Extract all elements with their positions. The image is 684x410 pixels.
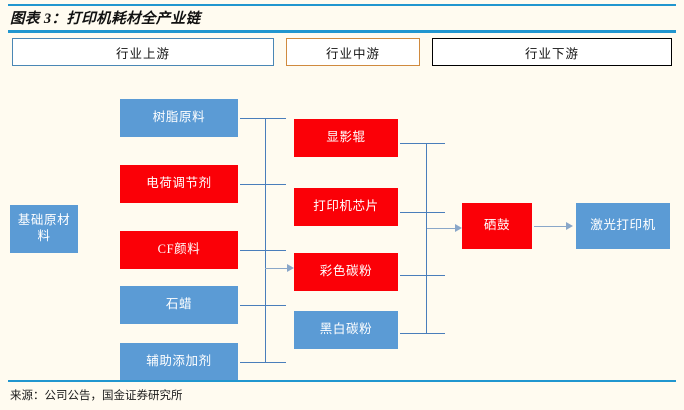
title-underline-rule (8, 30, 676, 33)
node-developing-roller-label: 显影辊 (326, 130, 366, 145)
connector-stub-developing-roller (400, 143, 445, 144)
node-mono-toner-label: 黑白碳粉 (319, 322, 373, 337)
node-developing-roller: 显影辊 (294, 119, 398, 157)
node-charge-control-agent: 电荷调节剂 (120, 165, 238, 203)
node-cf-pigment-label: CF颜料 (157, 242, 201, 257)
node-auxiliary-additive-label: 辅助添加剂 (146, 354, 212, 369)
bottom-rule (8, 380, 676, 382)
arrow-drum-to-printer-line (534, 226, 568, 227)
top-rule (8, 4, 676, 6)
node-color-toner: 彩色碳粉 (294, 253, 398, 291)
connector-spine-upstream (265, 118, 266, 363)
node-paraffin-wax-label: 石蜡 (165, 297, 193, 312)
header-downstream-label: 行业下游 (524, 46, 579, 61)
node-toner-cartridge: 硒鼓 (462, 203, 532, 249)
node-mono-toner: 黑白碳粉 (294, 311, 398, 349)
node-resin-raw-material-label: 树脂原料 (152, 110, 206, 125)
node-auxiliary-additive: 辅助添加剂 (120, 343, 238, 381)
node-printer-chip-label: 打印机芯片 (313, 199, 379, 214)
arrow-midstream-to-drum-line (427, 228, 457, 229)
connector-stub-charge-agent (240, 184, 286, 185)
connector-stub-paraffin (240, 305, 286, 306)
node-base-material: 基础原材料 (10, 205, 78, 253)
node-cf-pigment: CF颜料 (120, 231, 238, 269)
connector-stub-color-toner (400, 275, 445, 276)
connector-stub-resin (240, 118, 286, 119)
connector-stub-mono-toner (400, 333, 445, 334)
connector-spine-midstream (426, 143, 427, 334)
node-paraffin-wax: 石蜡 (120, 286, 238, 324)
node-base-material-label: 基础原材料 (17, 213, 71, 243)
header-upstream: 行业上游 (12, 38, 274, 66)
arrow-upstream-to-midstream-head (287, 264, 294, 272)
header-upstream-label: 行业上游 (115, 46, 170, 61)
node-laser-printer-label: 激光打印机 (590, 218, 656, 233)
node-laser-printer: 激光打印机 (576, 203, 670, 249)
figure-title: 图表 3：打印机耗材全产业链 (10, 11, 201, 27)
arrow-upstream-to-midstream-line (265, 268, 289, 269)
connector-stub-cf-pigment (240, 250, 286, 251)
header-midstream: 行业中游 (286, 38, 420, 66)
connector-stub-printer-chip (400, 212, 445, 213)
arrow-midstream-to-drum-head (455, 224, 462, 232)
node-printer-chip: 打印机芯片 (294, 188, 398, 226)
node-toner-cartridge-label: 硒鼓 (483, 218, 511, 233)
connector-stub-additive (240, 362, 286, 363)
arrow-drum-to-printer-head (566, 222, 573, 230)
header-downstream: 行业下游 (432, 38, 672, 66)
node-color-toner-label: 彩色碳粉 (319, 264, 373, 279)
header-midstream-label: 行业中游 (325, 46, 380, 61)
node-charge-control-agent-label: 电荷调节剂 (146, 176, 212, 191)
figure-source: 来源：公司公告，国金证券研究所 (10, 390, 183, 402)
node-resin-raw-material: 树脂原料 (120, 99, 238, 137)
